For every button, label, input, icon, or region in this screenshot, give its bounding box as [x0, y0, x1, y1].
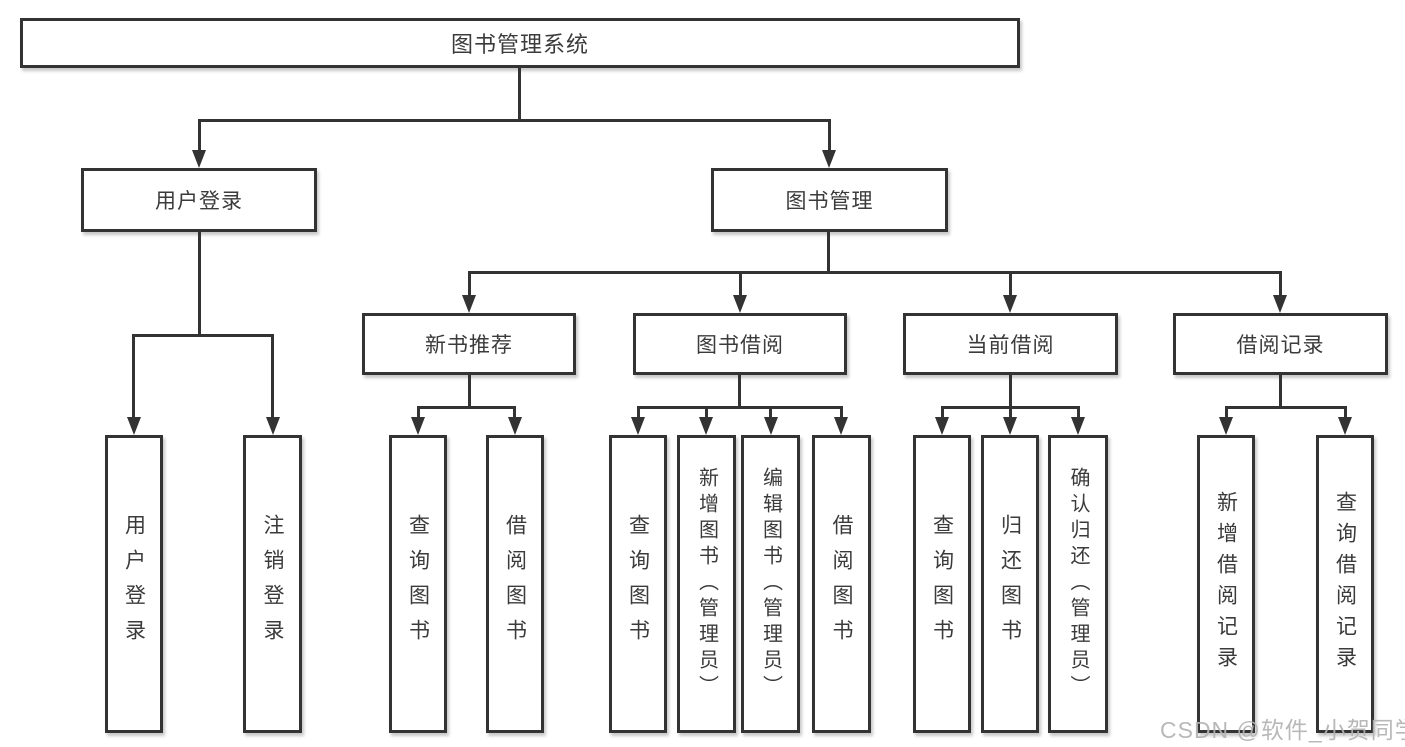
leaf-query-books-borrow: 查询图书 [609, 435, 667, 733]
leaf-add-book-admin: 新增图书（管理员） [677, 435, 736, 733]
arrow-down-icon [935, 417, 949, 435]
connector-line [198, 232, 201, 336]
connector-line [132, 334, 274, 337]
connector-line [468, 271, 471, 298]
connector-line [637, 406, 640, 419]
connector-line [518, 68, 521, 122]
arrow-down-icon [1219, 417, 1233, 435]
arrow-down-icon [822, 150, 836, 168]
csdn-watermark: CSDN @软件_小贺同学 [1160, 717, 1405, 743]
node-book-management: 图书管理 [711, 168, 948, 232]
arrow-down-icon [508, 417, 522, 435]
leaf-confirm-return-admin: 确认归还（管理员） [1048, 435, 1108, 733]
connector-line [468, 271, 1282, 274]
connector-line [738, 375, 741, 408]
leaf-label: 归还图书 [998, 514, 1022, 654]
connector-line [1279, 271, 1282, 298]
leaf-label: 确认归还（管理员） [1067, 467, 1089, 701]
arrow-down-icon [1003, 417, 1017, 435]
connector-line [132, 334, 135, 419]
arrow-down-icon [1338, 417, 1352, 435]
leaf-borrow-books-recommend: 借阅图书 [486, 435, 544, 733]
connector-line [1344, 406, 1347, 419]
connector-line [417, 406, 420, 419]
arrow-down-icon [411, 417, 425, 435]
connector-line [198, 119, 831, 122]
arrow-down-icon [1071, 417, 1085, 435]
leaf-label: 注销登录 [261, 514, 284, 654]
arrow-down-icon [127, 417, 141, 435]
arrow-down-icon [834, 417, 848, 435]
connector-line [1009, 271, 1012, 298]
node-borrow-records: 借阅记录 [1173, 313, 1388, 375]
connector-line [198, 119, 201, 152]
arrow-down-icon [733, 295, 747, 313]
connector-line [468, 375, 471, 408]
connector-line [271, 334, 274, 419]
connector-line [1009, 375, 1012, 408]
arrow-down-icon [1273, 295, 1287, 313]
arrow-down-icon [631, 417, 645, 435]
connector-line [1077, 406, 1080, 419]
connector-line [637, 406, 842, 409]
leaf-label: 用户登录 [122, 514, 146, 654]
connector-line [840, 406, 843, 419]
leaf-query-books-current: 查询图书 [913, 435, 971, 733]
leaf-add-borrow-record: 新增借阅记录 [1197, 435, 1255, 733]
node-system-root: 图书管理系统 [20, 18, 1020, 68]
arrow-down-icon [266, 417, 280, 435]
leaf-label: 新增图书（管理员） [695, 467, 718, 701]
arrow-down-icon [764, 417, 778, 435]
connector-line [941, 406, 944, 419]
leaf-label: 编辑图书（管理员） [759, 467, 782, 701]
connector-line [1225, 406, 1228, 419]
arrow-down-icon [462, 295, 476, 313]
connector-line [739, 271, 742, 298]
node-new-book-recommend: 新书推荐 [362, 313, 576, 375]
connector-line [1225, 406, 1346, 409]
leaf-label: 查询图书 [406, 514, 430, 654]
leaf-label: 借阅图书 [830, 514, 853, 654]
node-book-borrow: 图书借阅 [633, 313, 847, 375]
leaf-query-books-recommend: 查询图书 [389, 435, 447, 733]
connector-line [827, 232, 830, 273]
connector-line [417, 406, 516, 409]
leaf-label: 借阅图书 [503, 514, 527, 654]
connector-line [1009, 406, 1012, 419]
arrow-down-icon [192, 150, 206, 168]
leaf-label: 查询图书 [626, 514, 650, 654]
leaf-return-book: 归还图书 [981, 435, 1039, 733]
leaf-label: 查询借阅记录 [1333, 491, 1357, 677]
arrow-down-icon [699, 417, 713, 435]
leaf-edit-book-admin: 编辑图书（管理员） [741, 435, 800, 733]
leaf-label: 查询图书 [930, 514, 954, 654]
leaf-logout-login: 注销登录 [243, 435, 302, 733]
leaf-borrow-books: 借阅图书 [812, 435, 871, 733]
node-user-login: 用户登录 [81, 168, 317, 232]
leaf-label: 新增借阅记录 [1214, 491, 1238, 677]
leaf-user-login: 用户登录 [105, 435, 163, 733]
connector-line [769, 406, 772, 419]
leaf-query-borrow-record: 查询借阅记录 [1316, 435, 1374, 733]
connector-line [513, 406, 516, 419]
connector-line [828, 119, 831, 152]
connector-line [705, 406, 708, 419]
node-current-borrow: 当前借阅 [903, 313, 1118, 375]
arrow-down-icon [1003, 295, 1017, 313]
connector-line [1279, 375, 1282, 408]
